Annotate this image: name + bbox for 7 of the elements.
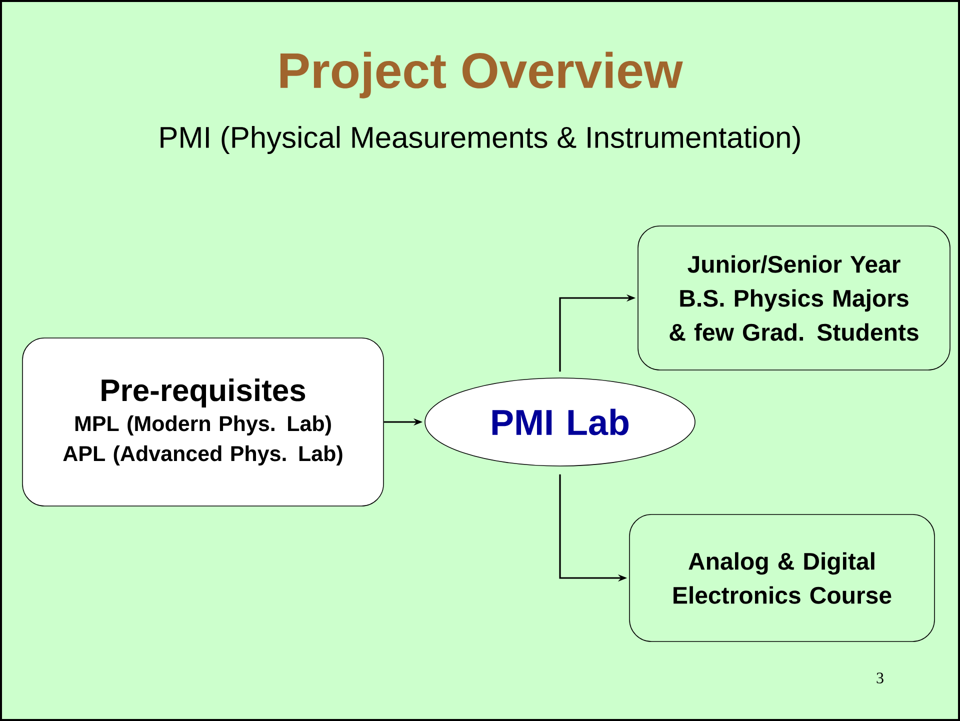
title: Project Overview — [280, 52, 683, 98]
rounded-box: Analog & Digital Electronics Course — [629, 514, 935, 642]
subtitle: PMI (Physical Measurements & Instrumentation) — [160, 126, 800, 154]
rounded-box: Junior/Senior Year B.S. Physics Majors & few Grad. Students — [638, 226, 950, 370]
rounded-box: Pre-requisites MPL (Modern Phys. Lab) APL (Advanced Phys. Lab) — [22, 338, 384, 506]
ellipse-node: PMI Lab — [424, 378, 696, 466]
page-number: 3 — [876, 672, 884, 684]
